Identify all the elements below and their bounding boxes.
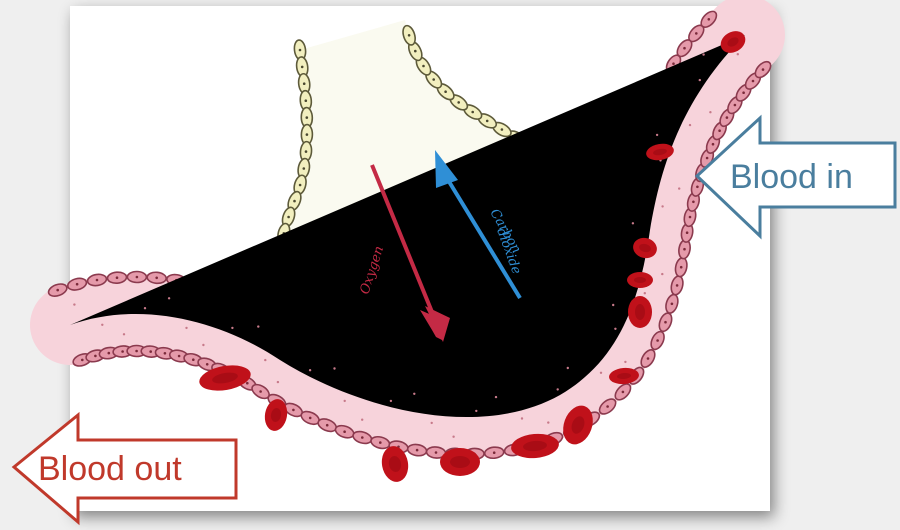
blood-out-arrow: Blood out — [14, 415, 236, 522]
blood-in-arrow: Blood in — [697, 118, 895, 236]
blood-out-label: Blood out — [38, 450, 182, 488]
blood-in-label: Blood in — [730, 158, 853, 196]
